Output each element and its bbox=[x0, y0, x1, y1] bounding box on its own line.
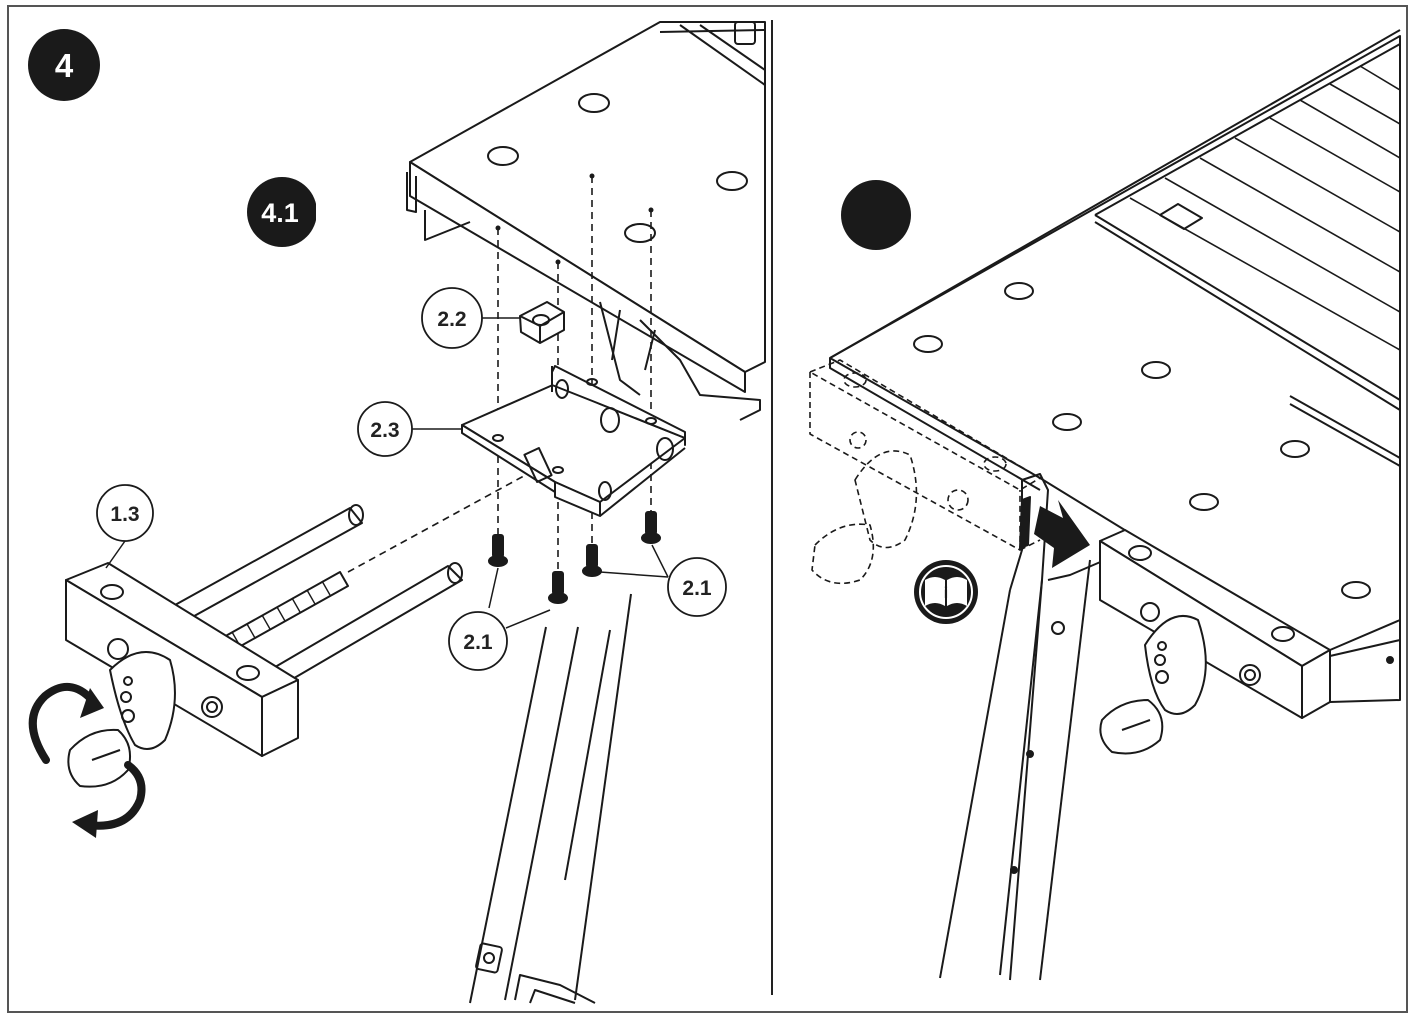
left-panel bbox=[28, 21, 766, 1004]
callout-screws-left: 2.1 bbox=[448, 611, 508, 671]
manual-info-icon: i bbox=[914, 560, 978, 624]
workbench-leg bbox=[469, 593, 632, 1004]
callout-bracket: 2.3 bbox=[357, 401, 413, 457]
rotation-arrows bbox=[28, 683, 146, 830]
right-workbench-holes bbox=[913, 282, 1371, 599]
callout-screws-right-label: 2.1 bbox=[682, 577, 712, 600]
right-workbench-leg bbox=[939, 473, 1106, 981]
vise-rods bbox=[174, 504, 463, 685]
mounted-vise-jaw bbox=[1099, 529, 1401, 755]
callout-leaders bbox=[105, 317, 669, 629]
callout-nut-label: 2.2 bbox=[437, 308, 466, 331]
right-panel bbox=[809, 29, 1401, 981]
right-workbench-slats bbox=[1129, 65, 1401, 351]
screw-4 bbox=[641, 511, 661, 544]
ghost-vise-jaw bbox=[809, 359, 1041, 585]
callout-vise-jaw-label: 1.3 bbox=[110, 503, 139, 526]
callout-nut: 2.2 bbox=[421, 287, 483, 349]
vise-handle bbox=[67, 651, 176, 788]
workbench-top bbox=[406, 21, 766, 393]
screw-3 bbox=[582, 544, 602, 577]
square-nut bbox=[519, 301, 565, 344]
slide-arrow bbox=[1034, 500, 1090, 568]
callout-screws-right: 2.1 bbox=[667, 557, 727, 617]
workbench-holes bbox=[487, 93, 748, 243]
step-badge: 4 bbox=[28, 29, 100, 101]
callout-screws-left-label: 2.1 bbox=[463, 631, 493, 654]
screw-1 bbox=[488, 534, 508, 567]
svg-text:i: i bbox=[944, 585, 948, 602]
screw-2 bbox=[548, 571, 568, 604]
callout-bracket-label: 2.3 bbox=[370, 419, 399, 442]
under-frame bbox=[424, 210, 761, 421]
substep-badge: 4.1 bbox=[247, 177, 336, 247]
screws bbox=[488, 511, 661, 604]
mounting-bracket bbox=[461, 365, 686, 517]
alignment-line-ends bbox=[495, 173, 654, 265]
callout-vise-jaw: 1.3 bbox=[96, 484, 154, 542]
step-number: 4 bbox=[55, 47, 74, 84]
rotation-arrow-heads bbox=[72, 688, 104, 838]
right-step-badge bbox=[841, 180, 911, 250]
substep-number: 4.1 bbox=[261, 198, 299, 228]
